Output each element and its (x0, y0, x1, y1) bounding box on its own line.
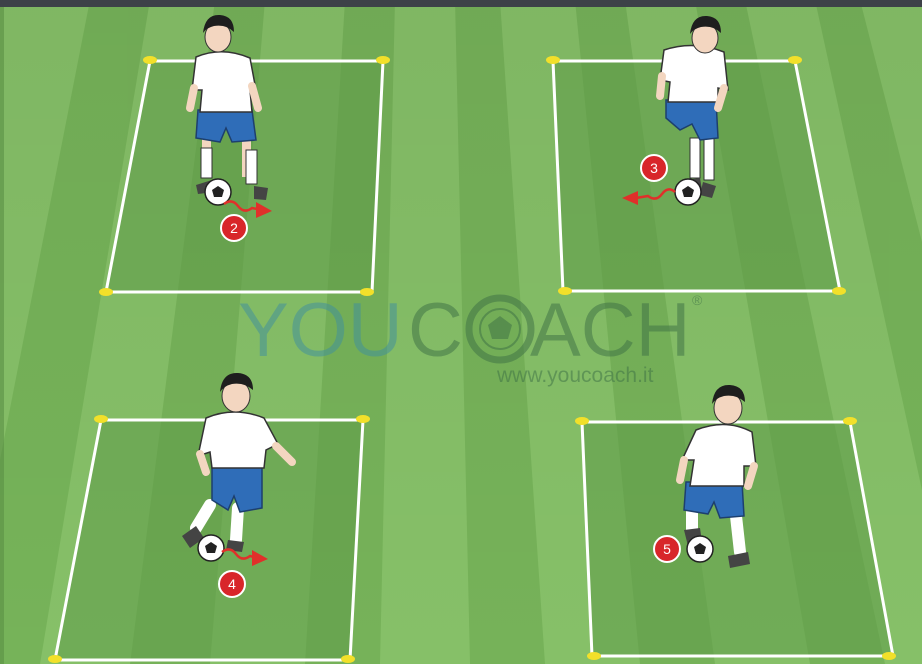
watermark-brand-ach: ACH (530, 288, 690, 373)
watermark-url: www.youcoach.it (496, 364, 654, 387)
cone (356, 415, 370, 423)
cone (143, 56, 157, 64)
step-marker-label: 2 (230, 220, 238, 236)
step-marker-2: 2 (221, 215, 247, 241)
step-marker-3: 3 (641, 155, 667, 181)
cone (376, 56, 390, 64)
ball-2 (675, 179, 701, 205)
cone (882, 652, 896, 660)
step-marker-label: 4 (228, 576, 236, 592)
step-marker-4: 4 (219, 571, 245, 597)
ball-3 (198, 535, 224, 561)
cone (843, 417, 857, 425)
top-bar (0, 0, 922, 7)
step-marker-label: 3 (650, 160, 658, 176)
cone (575, 417, 589, 425)
cone (341, 655, 355, 663)
step-marker-label: 5 (663, 541, 671, 557)
cone (788, 56, 802, 64)
cone (48, 655, 62, 663)
cone (94, 415, 108, 423)
watermark-registered: ® (692, 292, 703, 308)
cone (832, 287, 846, 295)
cone (546, 56, 560, 64)
cone (99, 288, 113, 296)
step-marker-5: 5 (654, 536, 680, 562)
watermark-brand-you: YOU (238, 288, 403, 373)
ball-4 (687, 536, 713, 562)
watermark-brand-c: C (408, 288, 463, 373)
cone (587, 652, 601, 660)
